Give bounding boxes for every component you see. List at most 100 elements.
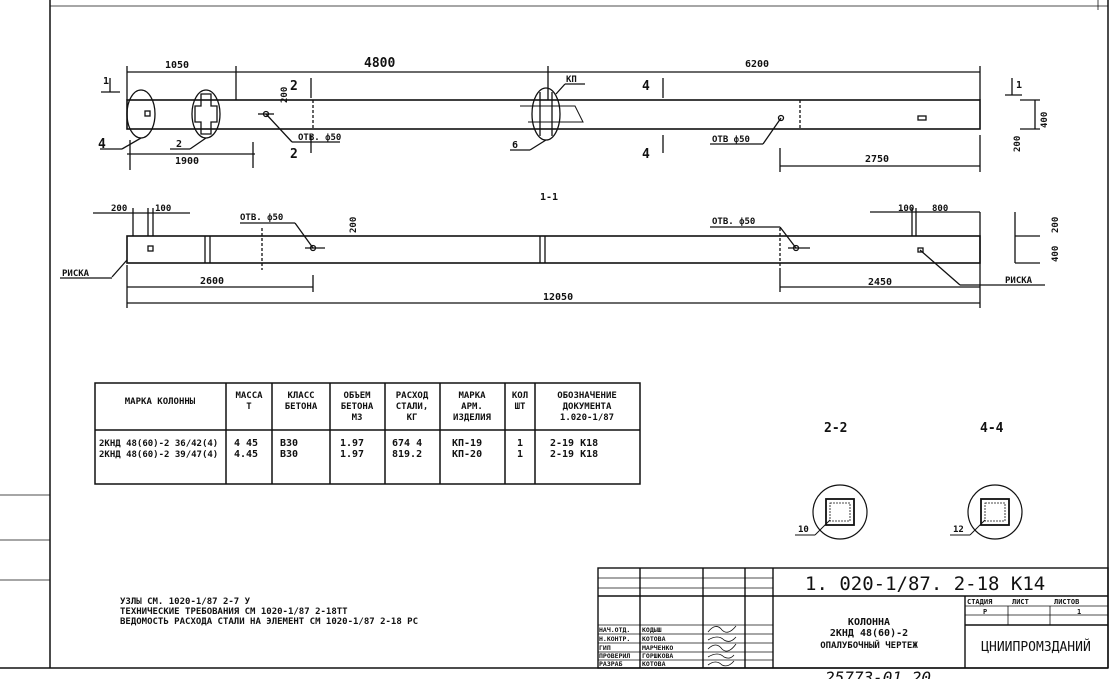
cell-volume: 1.97 <box>340 449 364 460</box>
section-callout: 12 <box>953 525 964 535</box>
plan-view-labels: 1 1 1050 4800 6200 1900 2750 200 400 200… <box>98 56 1050 167</box>
signatures <box>707 625 737 667</box>
sheet-frame <box>0 0 1109 669</box>
section-title: 4-4 <box>980 421 1004 436</box>
cell-volume: 1.97 <box>340 438 364 449</box>
dim-400: 400 <box>1051 246 1061 262</box>
dim-2600: 2600 <box>200 276 224 287</box>
hole-label: ОТВ. ф50 <box>712 217 755 227</box>
staff-role: НАЧ.ОТД. <box>599 626 630 634</box>
staff-name: КОДЫШ <box>642 626 662 634</box>
drawing-title: 2КНД 48(60)-2 <box>830 628 908 639</box>
dim-200: 200 <box>1051 217 1061 233</box>
section-2-mark: 2 <box>290 79 298 94</box>
general-notes: УЗЛЫ СМ. 1020-1/87 2-7 У ТЕХНИЧЕСКИЕ ТРЕ… <box>120 597 418 627</box>
stage-value: Р <box>983 608 987 616</box>
cell-qty: 1 <box>517 449 523 460</box>
table-header: МАРКА КОЛОННЫ <box>125 397 196 407</box>
cell-rebar-mark: КП-20 <box>452 449 482 460</box>
spec-table <box>94 382 641 485</box>
sheets-value: 1 <box>1077 608 1081 616</box>
marker-label: РИСКА <box>62 269 90 279</box>
document-code: 1. 020-1/87. 2-18 К14 <box>805 573 1045 595</box>
dim-100: 100 <box>155 204 171 214</box>
callout-kp: КП <box>566 75 577 85</box>
title-block-text: 1. 020-1/87. 2-18 К14 НАЧ.ОТД. КОДЫШ Н.К… <box>599 573 1091 679</box>
staff-row: ПРОВЕРИЛ ГОРШКОВА <box>599 652 673 660</box>
note: ВЕДОМОСТЬ РАСХОДА СТАЛИ НА ЭЛЕМЕНТ СМ 10… <box>120 617 418 627</box>
section-2-mark: 2 <box>290 147 298 162</box>
staff-role: ГИП <box>599 644 611 652</box>
view-title: 1-1 <box>540 192 558 203</box>
staff-role: РАЗРАБ <box>599 660 623 668</box>
staff-row: РАЗРАБ КОТОВА <box>599 660 666 668</box>
callout-4: 4 <box>98 137 106 152</box>
cell-concrete-class: В30 <box>280 449 298 460</box>
staff-name: КОТОВА <box>642 660 666 668</box>
table-row: 2КНД 48(60)-2 36/42(4) 4 45 В30 1.97 674… <box>99 438 598 449</box>
dim-400: 400 <box>1040 112 1050 128</box>
hole-label: ОТВ. ф50 <box>298 133 341 143</box>
cell-rebar-mark: КП-19 <box>452 438 482 449</box>
hole-label: ОТВ ф50 <box>712 135 750 145</box>
note: УЗЛЫ СМ. 1020-1/87 2-7 У <box>120 597 251 607</box>
cell-document: 2-19 К18 <box>550 438 598 449</box>
section-2-2: 2-2 10 <box>795 421 868 540</box>
spec-table-rows: 2КНД 48(60)-2 36/42(4) 4 45 В30 1.97 674… <box>99 438 598 460</box>
staff-row: Н.КОНТР. КОТОВА <box>599 635 666 643</box>
drawing-title: КОЛОННА <box>848 617 890 628</box>
stage-label: СТАДИЯ <box>967 598 992 606</box>
cell-document: 2-19 К18 <box>550 449 598 460</box>
cell-concrete-class: В30 <box>280 438 298 449</box>
staff-name: МАРЧЕНКО <box>642 644 673 652</box>
staff-role: Н.КОНТР. <box>599 635 630 643</box>
section-callout: 10 <box>798 525 809 535</box>
staff-name: ГОРШКОВА <box>642 652 673 660</box>
section-view <box>60 208 1045 308</box>
staff-row: НАЧ.ОТД. КОДЫШ <box>599 626 662 634</box>
section-title: 2-2 <box>824 421 847 436</box>
dim-200: 200 <box>349 217 359 233</box>
title-block <box>597 567 1109 669</box>
section-view-labels: 1-1 200 100 100 800 200 200 400 2600 245… <box>62 192 1061 303</box>
cell-mass: 4 45 <box>234 438 258 449</box>
table-row: 2КНД 48(60)-2 39/47(4) 4.45 В30 1.97 819… <box>99 449 598 460</box>
sheet-label: ЛИСТ <box>1012 598 1029 606</box>
dim-1050: 1050 <box>165 60 189 71</box>
staff-role: ПРОВЕРИЛ <box>599 652 630 660</box>
note: ТЕХНИЧЕСКИЕ ТРЕБОВАНИЯ СМ 1020-1/87 2-18… <box>120 607 348 617</box>
plan-view <box>100 66 1040 172</box>
organization: ЦНИИПРОМЗДАНИЙ <box>981 639 1091 655</box>
cell-steel: 674 4 <box>392 438 422 449</box>
dim-1900: 1900 <box>175 156 199 167</box>
callout-6: 6 <box>512 140 518 151</box>
sheets-label: ЛИСТОВ <box>1054 598 1079 606</box>
callout-2: 2 <box>176 139 182 150</box>
section-mark: 1 <box>103 76 109 87</box>
section-mark: 1 <box>1016 80 1022 91</box>
staff-row: ГИП МАРЧЕНКО <box>599 644 673 652</box>
section-4-4: 4-4 12 <box>950 421 1023 540</box>
cell-qty: 1 <box>517 438 523 449</box>
dim-6200: 6200 <box>745 59 769 70</box>
dim-2450: 2450 <box>868 277 892 288</box>
dim-800: 800 <box>932 204 948 214</box>
drawing-title: ОПАЛУБОЧНЫЙ ЧЕРТЕЖ <box>820 639 918 651</box>
dim-100: 100 <box>898 204 914 214</box>
cell-column-mark: 2КНД 48(60)-2 36/42(4) <box>99 439 218 449</box>
cell-steel: 819.2 <box>392 449 422 460</box>
dim-200: 200 <box>111 204 127 214</box>
archive-number: 25773-01 20 <box>825 668 931 679</box>
section-4-mark: 4 <box>642 147 650 162</box>
dim-200: 200 <box>1013 136 1023 152</box>
dim-12050: 12050 <box>543 292 573 303</box>
cell-column-mark: 2КНД 48(60)-2 39/47(4) <box>99 450 218 460</box>
